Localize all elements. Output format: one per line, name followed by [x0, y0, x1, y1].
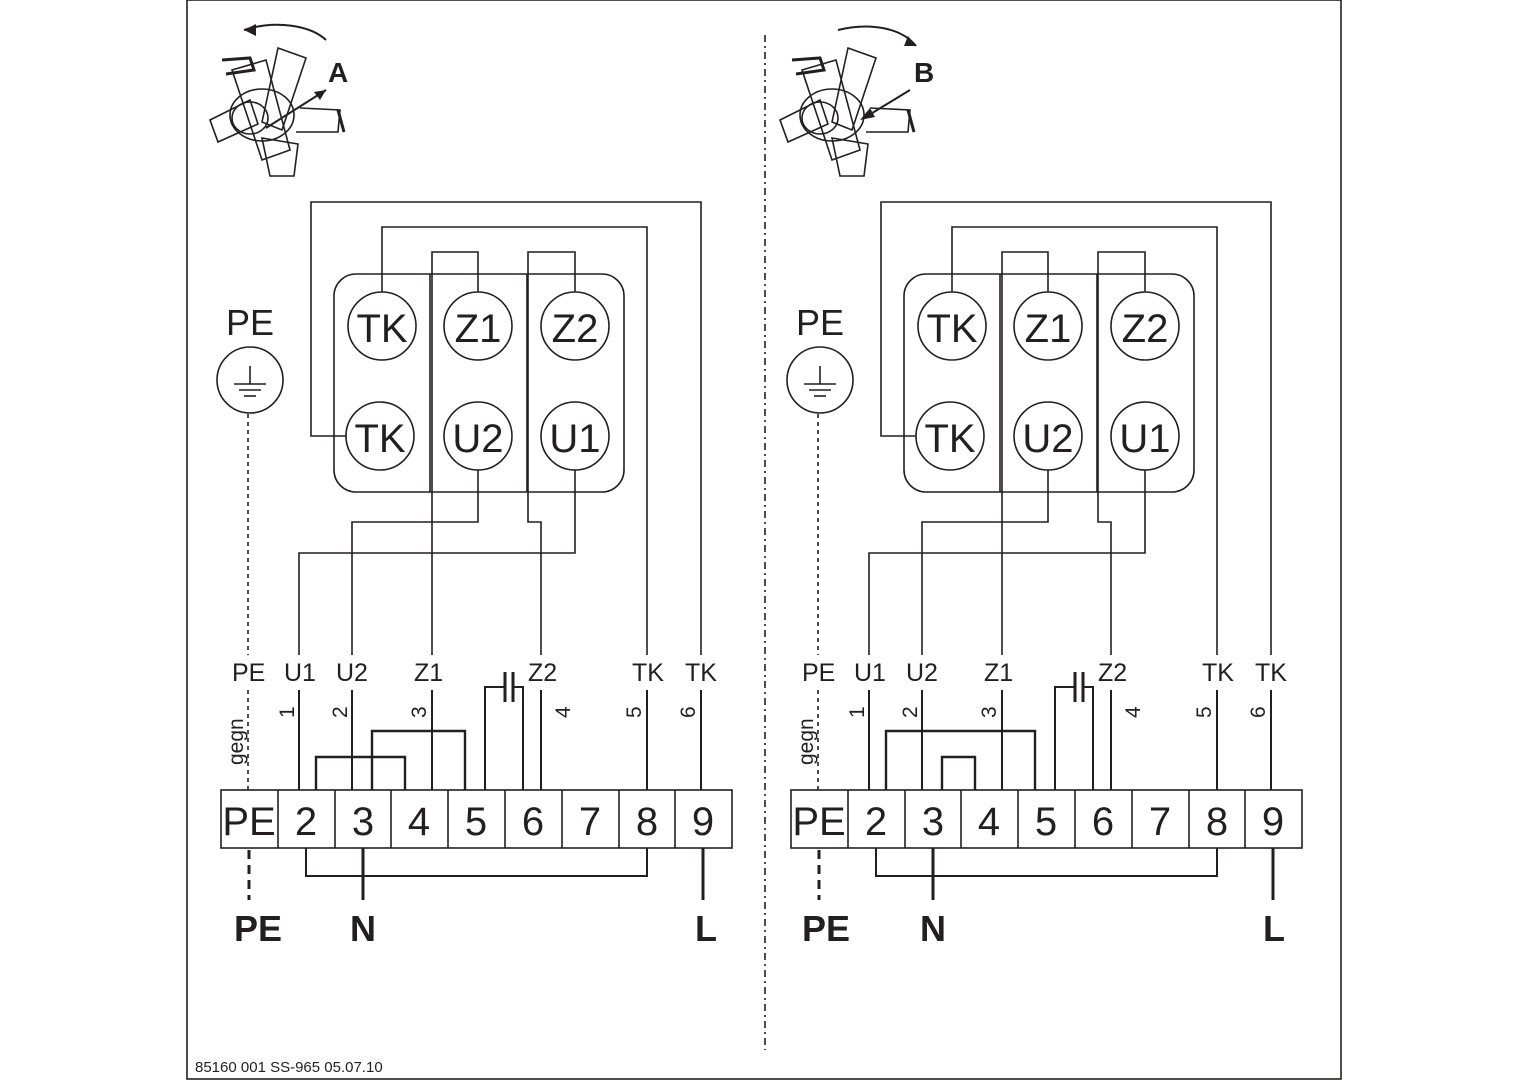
- wire-label-tk6: TK: [1255, 659, 1287, 687]
- motor-terminal-z1: Z1: [443, 291, 513, 361]
- svg-text:Z1: Z1: [455, 307, 502, 351]
- terminal-7: 7: [579, 800, 601, 844]
- direction-label: B: [914, 57, 934, 88]
- wire-number-gegn: gegn: [225, 718, 248, 765]
- terminal-7: 7: [1149, 800, 1171, 844]
- motor-terminal-tk-top: TK: [347, 291, 417, 361]
- terminal-3: 3: [922, 800, 944, 844]
- wire-label-pe: PE: [802, 659, 835, 687]
- svg-text:Z2: Z2: [552, 307, 599, 351]
- wire-number-gegn: gegn: [795, 718, 818, 765]
- pe-label: PE: [226, 302, 274, 343]
- svg-text:Z2: Z2: [1122, 307, 1169, 351]
- terminal-9: 9: [692, 800, 714, 844]
- terminal-2: 2: [295, 800, 317, 844]
- supply-l: L: [1263, 908, 1285, 949]
- wire-number-4: 4: [552, 706, 575, 718]
- wire-number-1: 1: [276, 706, 299, 718]
- footer-code: 85160 001 SS-965 05.07.10: [195, 1059, 383, 1076]
- terminal-8: 8: [636, 800, 658, 844]
- wire-number-5: 5: [623, 706, 646, 718]
- motor-terminal-box: [903, 273, 1195, 493]
- svg-text:TK: TK: [354, 417, 405, 461]
- terminal-block: PE 2 3 4 5 6 7 8 9: [790, 789, 1303, 849]
- motor-terminal-u2: U2: [443, 401, 513, 471]
- lower-wiring: [868, 672, 1272, 790]
- svg-text:U2: U2: [452, 417, 503, 461]
- wire-label-z1: Z1: [984, 659, 1013, 687]
- motor-terminal-box: [333, 273, 625, 493]
- svg-text:TK: TK: [356, 307, 407, 351]
- wire-label-z2: Z2: [1098, 659, 1127, 687]
- supply-pe: PE: [234, 908, 282, 949]
- motor-terminal-tk-top: TK: [917, 291, 987, 361]
- motor-terminal-tk-bottom: TK: [915, 401, 985, 471]
- wire-number-3: 3: [408, 706, 431, 718]
- motor-terminal-tk-bottom: TK: [345, 401, 415, 471]
- supply-pe: PE: [802, 908, 850, 949]
- terminal-8: 8: [1206, 800, 1228, 844]
- terminal-4: 4: [978, 800, 1000, 844]
- terminal-6: 6: [1092, 800, 1114, 844]
- lower-wiring: [298, 672, 702, 790]
- wire-number-2: 2: [899, 706, 922, 718]
- motor-wiring: [868, 201, 1272, 655]
- fan-icon: [209, 23, 346, 177]
- panel-a: A PE TK Z1 Z2 TK U2: [209, 23, 733, 949]
- wire-label-tk6: TK: [685, 659, 717, 687]
- drawing-frame: [186, 0, 1342, 1080]
- svg-text:U1: U1: [1119, 417, 1170, 461]
- terminal-block: PE 2 3 4 5 6 7 8 9: [220, 789, 733, 849]
- wire-label-u2: U2: [906, 659, 938, 687]
- wire-label-u2: U2: [336, 659, 368, 687]
- wire-number-6: 6: [677, 706, 700, 718]
- wire-number-2: 2: [329, 706, 352, 718]
- wire-label-tk5: TK: [632, 659, 664, 687]
- motor-terminal-u1: U1: [540, 401, 610, 471]
- terminal-pe: PE: [792, 800, 845, 844]
- earth-icon: [786, 346, 854, 414]
- svg-text:U2: U2: [1022, 417, 1073, 461]
- wire-label-pe: PE: [232, 659, 265, 687]
- terminal-pe: PE: [222, 800, 275, 844]
- motor-terminal-z2: Z2: [540, 291, 610, 361]
- terminal-9: 9: [1262, 800, 1284, 844]
- terminal-5: 5: [465, 800, 487, 844]
- wire-number-4: 4: [1122, 706, 1145, 718]
- wire-label-u1: U1: [854, 659, 886, 687]
- motor-terminal-z1: Z1: [1013, 291, 1083, 361]
- earth-icon: [216, 346, 284, 414]
- direction-label: A: [328, 57, 348, 88]
- supply-n: N: [920, 908, 946, 949]
- motor-wiring: [298, 201, 702, 655]
- fan-icon: [779, 25, 917, 177]
- svg-text:TK: TK: [924, 417, 975, 461]
- svg-text:Z1: Z1: [1025, 307, 1072, 351]
- wire-number-6: 6: [1247, 706, 1270, 718]
- wire-label-z2: Z2: [528, 659, 557, 687]
- motor-terminal-u1: U1: [1110, 401, 1180, 471]
- pe-label: PE: [796, 302, 844, 343]
- motor-terminal-u2: U2: [1013, 401, 1083, 471]
- terminal-6: 6: [522, 800, 544, 844]
- wire-label-tk5: TK: [1202, 659, 1234, 687]
- panel-b: B PE TK Z1 Z2 TK U2: [779, 25, 1303, 949]
- svg-text:TK: TK: [926, 307, 977, 351]
- terminal-4: 4: [408, 800, 430, 844]
- wire-label-z1: Z1: [414, 659, 443, 687]
- wire-number-3: 3: [978, 706, 1001, 718]
- wire-label-u1: U1: [284, 659, 316, 687]
- wire-number-5: 5: [1193, 706, 1216, 718]
- terminal-2: 2: [865, 800, 887, 844]
- wire-number-1: 1: [846, 706, 869, 718]
- supply-l: L: [695, 908, 717, 949]
- terminal-3: 3: [352, 800, 374, 844]
- terminal-5: 5: [1035, 800, 1057, 844]
- supply-n: N: [350, 908, 376, 949]
- motor-terminal-z2: Z2: [1110, 291, 1180, 361]
- svg-text:U1: U1: [549, 417, 600, 461]
